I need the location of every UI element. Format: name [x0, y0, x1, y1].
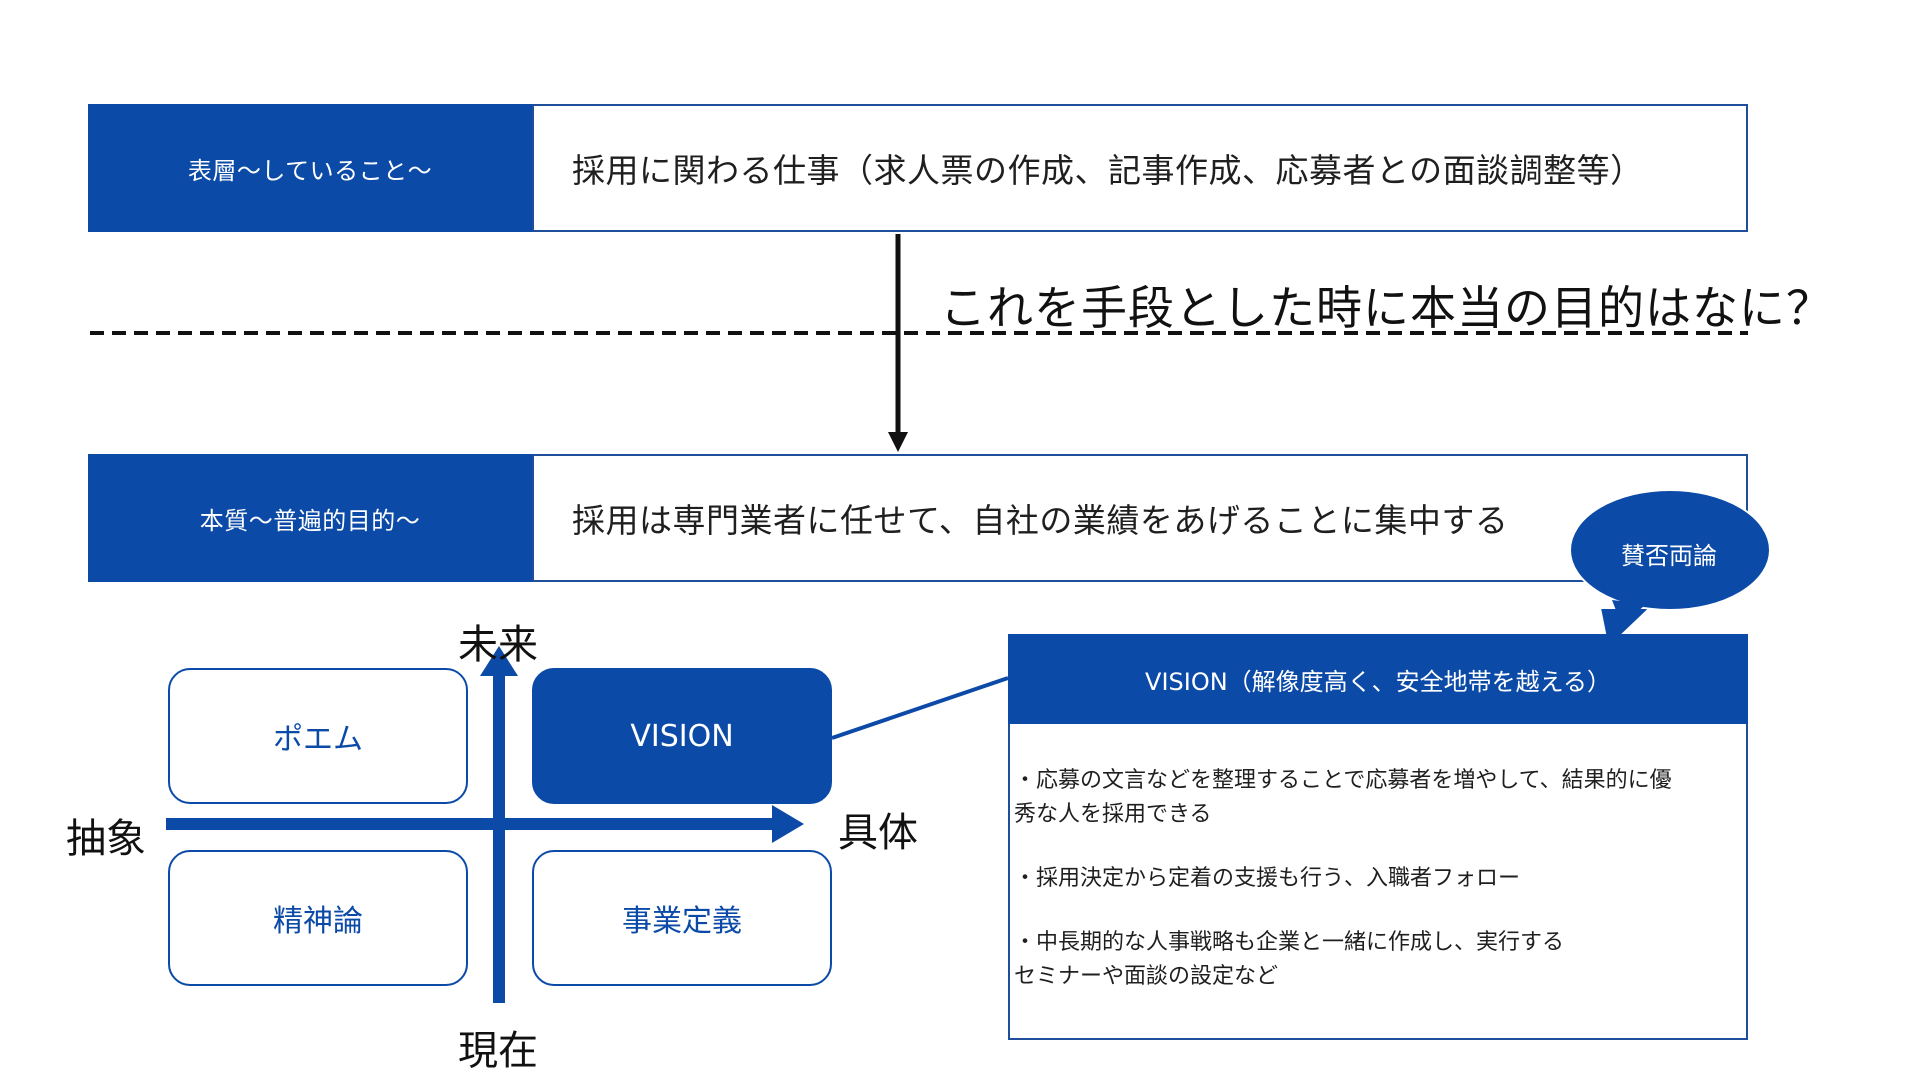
speech-bubble [1569, 489, 1771, 650]
vision-bullet: ・中長期的な人事戦略も企業と一緒に作成し、実行する セミナーや面談の設定など [1014, 926, 1740, 994]
bottom-band-label: 本質〜普遍的目的〜 [88, 454, 532, 582]
vision-connector-line [831, 676, 1009, 740]
vision-bullet-line: ・応募の文言などを整理することで応募者を増やして、結果的に優 [1014, 768, 1672, 793]
quadrant-top-right: VISION [532, 668, 832, 804]
axis-label-left: 抽象 [66, 816, 146, 862]
vision-bullet: ・応募の文言などを整理することで応募者を増やして、結果的に優 秀な人を採用できる [1014, 764, 1740, 832]
vision-panel-body: ・応募の文言などを整理することで応募者を増やして、結果的に優 秀な人を採用できる… [1008, 724, 1748, 1040]
top-band-label: 表層〜していること〜 [88, 104, 532, 232]
question-text: これを手段とした時に本当の目的はなに？ [940, 281, 1833, 335]
speech-bubble-body [1569, 489, 1771, 611]
vision-bullet-line: セミナーや面談の設定など [1014, 964, 1279, 989]
vision-bullet-line: 秀な人を採用できる [1014, 802, 1212, 827]
vision-panel-title: VISION（解像度高く、安全地帯を越える） [1008, 634, 1748, 724]
axis-label-right: 具体 [838, 810, 918, 856]
vision-bullet-line: ・中長期的な人事戦略も企業と一緒に作成し、実行する [1014, 930, 1565, 955]
horizontal-axis-arrowhead [772, 805, 804, 843]
speech-bubble-joint [1612, 600, 1646, 626]
bottom-band-content: 採用は専門業者に任せて、自社の業績をあげることに集中する [532, 454, 1748, 582]
speech-bubble-label: 賛否両論 [1621, 542, 1717, 570]
quadrant-bottom-left: 精神論 [168, 850, 468, 986]
vision-bullet-line: ・採用決定から定着の支援も行う、入職者フォロー [1014, 866, 1521, 891]
top-band-content: 採用に関わる仕事（求人票の作成、記事作成、応募者との面談調整等） [532, 104, 1748, 232]
vision-bullet: ・採用決定から定着の支援も行う、入職者フォロー [1014, 862, 1740, 896]
quadrant-top-left: ポエム [168, 668, 468, 804]
axis-label-top: 未来 [458, 622, 538, 668]
axis-label-bottom: 現在 [458, 1028, 538, 1074]
quadrant-bottom-right: 事業定義 [532, 850, 832, 986]
vertical-axis-arrowhead [480, 646, 518, 676]
